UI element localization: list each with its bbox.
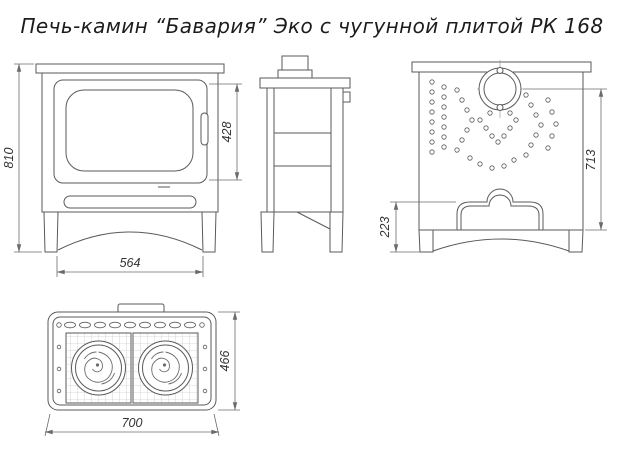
top-view [47, 303, 217, 411]
front-view [35, 63, 225, 253]
back-right-leg [568, 229, 584, 253]
dimension-713: 713 [523, 88, 607, 231]
side-rear-leg [260, 211, 275, 253]
back-view [411, 60, 592, 253]
flue-collar-outer [478, 67, 522, 111]
back-apron-arch [432, 238, 570, 252]
dimension-700: 700 [44, 413, 220, 437]
side-handle-hook [343, 91, 351, 103]
dim-label-713: 713 [584, 150, 598, 171]
left-burner-outer [71, 340, 126, 396]
flue-bolt-bottom [496, 104, 504, 111]
dim-label-564: 564 [120, 256, 141, 270]
side-flue-flange [277, 69, 313, 79]
side-top-plate [259, 77, 351, 89]
perforation-holes [429, 79, 559, 171]
dimension-428: 428 [209, 83, 242, 181]
back-niche-arch-inner [460, 194, 540, 230]
flue-bolt-top [496, 67, 504, 74]
dimension-223: 223 [378, 201, 456, 253]
front-ash-lip [63, 195, 197, 209]
front-apron-arch [57, 231, 203, 251]
plate-inner [52, 316, 212, 406]
front-left-leg [43, 211, 59, 253]
side-base-wedge [296, 211, 331, 230]
front-top-plate [35, 63, 225, 74]
right-burner-inner [142, 344, 189, 392]
front-right-leg [201, 211, 217, 253]
front-body [41, 72, 219, 213]
front-door-handle [200, 112, 209, 146]
dim-label-810: 810 [2, 148, 16, 169]
side-view [259, 55, 351, 253]
dimension-564: 564 [56, 256, 204, 277]
right-burner-outer [138, 340, 193, 396]
front-door-glass [65, 89, 194, 172]
side-front-leg [329, 211, 344, 253]
dim-label-428: 428 [220, 122, 234, 143]
dimension-466: 466 [218, 311, 240, 411]
back-left-leg [418, 229, 434, 253]
plate-vent-slots [56, 321, 208, 394]
dim-label-466: 466 [218, 351, 232, 372]
dim-label-223: 223 [378, 217, 392, 239]
drawing-title: Печь-камин “Бавария” Эко с чугунной плит… [20, 14, 603, 38]
dim-label-700: 700 [122, 416, 143, 430]
left-burner-inner [75, 344, 122, 392]
dimension-810: 810 [2, 63, 42, 253]
side-body [266, 87, 344, 213]
back-niche-arch-outer [456, 188, 544, 230]
